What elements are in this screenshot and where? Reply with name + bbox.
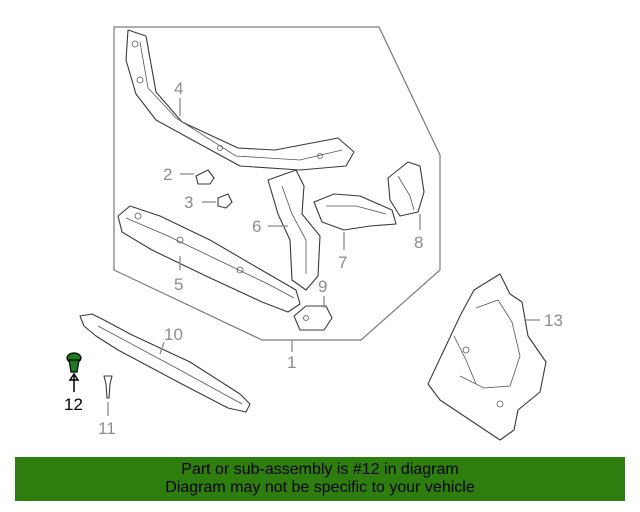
callout-11: 11 bbox=[98, 419, 116, 438]
callout-8: 8 bbox=[414, 233, 423, 252]
bracket-9[interactable] bbox=[293, 305, 333, 331]
callout-3: 3 bbox=[184, 193, 193, 212]
clip-12-highlighted[interactable] bbox=[66, 352, 82, 373]
callout-6: 6 bbox=[252, 217, 261, 236]
assembly-outline bbox=[113, 26, 441, 341]
leader-12-arrow bbox=[68, 372, 80, 381]
upper-tie-bar[interactable] bbox=[125, 29, 355, 171]
banner-line-2: Diagram may not be specific to your vehi… bbox=[165, 479, 475, 496]
callout-1: 1 bbox=[287, 353, 296, 372]
leader-10 bbox=[159, 341, 165, 355]
callout-2: 2 bbox=[163, 165, 172, 184]
splash-shield[interactable] bbox=[427, 273, 547, 441]
callout-5: 5 bbox=[174, 275, 183, 294]
callout-13: 13 bbox=[544, 311, 563, 330]
center-support[interactable] bbox=[267, 169, 321, 291]
callout-7: 7 bbox=[338, 253, 347, 272]
side-support-8[interactable] bbox=[387, 161, 425, 217]
bracket-2[interactable] bbox=[195, 169, 215, 185]
lower-tie-bar[interactable] bbox=[117, 205, 301, 313]
push-pin-11[interactable] bbox=[103, 375, 113, 399]
callout-4: 4 bbox=[174, 79, 183, 98]
deflector-strip[interactable] bbox=[79, 313, 251, 413]
banner-line-1: Part or sub-assembly is #12 in diagram bbox=[181, 461, 459, 478]
callout-10: 10 bbox=[164, 325, 183, 344]
info-banner: Part or sub-assembly is #12 in diagram D… bbox=[15, 457, 625, 501]
clip-3[interactable] bbox=[217, 193, 233, 209]
side-bracket-7[interactable] bbox=[313, 193, 397, 231]
callout-9: 9 bbox=[318, 277, 327, 296]
callout-12: 12 bbox=[64, 395, 83, 414]
